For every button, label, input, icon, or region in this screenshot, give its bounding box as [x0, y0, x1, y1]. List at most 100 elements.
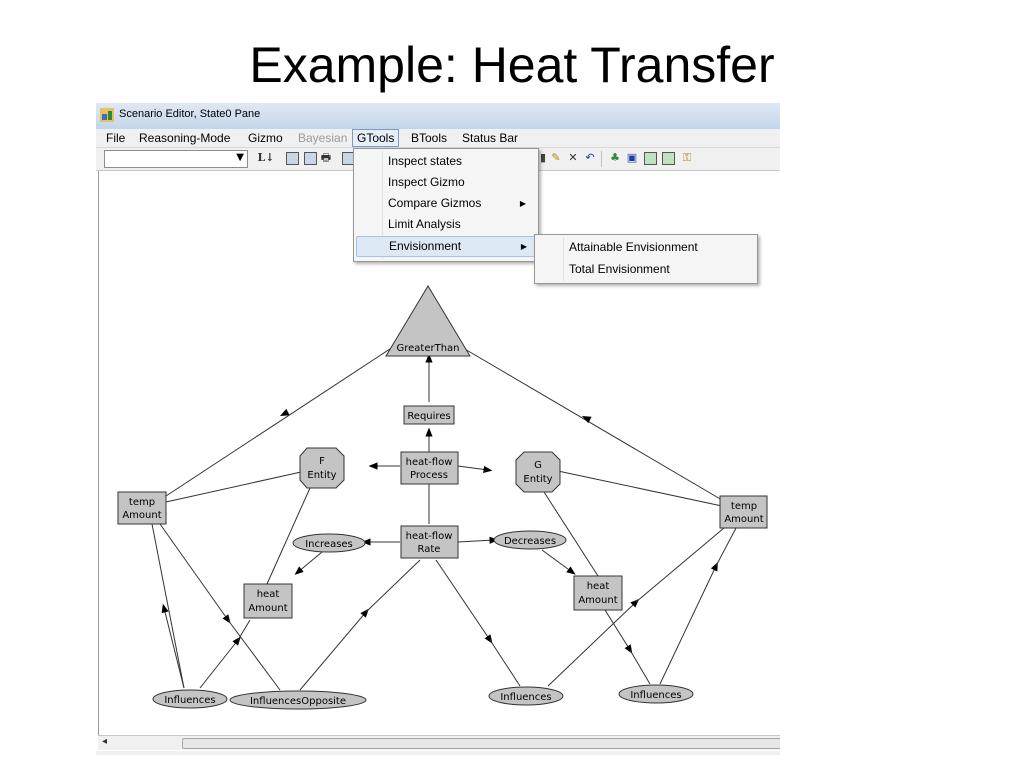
heat-left-label-2: Amount [248, 603, 287, 614]
envisionment-submenu: Attainable Envisionment Total Envisionme… [534, 234, 758, 284]
edge-rate-influences2 [435, 559, 493, 644]
influences-2-label: Influences [500, 692, 551, 703]
menu-status-bar[interactable]: Status Bar [462, 131, 519, 145]
undo-icon[interactable]: ↶ [585, 151, 595, 164]
temp-left-label-1: temp [129, 497, 155, 508]
node-influences-1[interactable]: Influences [152, 689, 228, 709]
edge-influences1-temp-left-line [151, 523, 185, 689]
edge-f-entity-heat-left [266, 487, 311, 585]
requires-label: Requires [407, 411, 450, 422]
pencil-icon[interactable]: ✎ [551, 151, 561, 164]
menu-item-total-envisionment[interactable]: Total Envisionment [537, 259, 755, 280]
edge-influences2-temp-right-line [635, 527, 725, 603]
menu-item-label: Inspect states [388, 154, 463, 168]
edge-influences1-temp-left [161, 603, 185, 689]
node-temp-amount-right[interactable]: temp Amount [719, 495, 768, 529]
edge-g-entity-heat-right [543, 491, 599, 577]
node-heat-flow-process[interactable]: heat-flow Process [400, 451, 459, 485]
edge-rate-influences2-line [489, 639, 521, 687]
edge-greaterthan-temp-right [457, 344, 723, 501]
node-heat-amount-left[interactable]: heat Amount [243, 583, 293, 619]
node-influences-opposite[interactable]: InfluencesOpposite [229, 690, 367, 710]
scrollbar-thumb[interactable] [182, 738, 780, 749]
layout-button[interactable]: L↓ [257, 151, 275, 164]
menu-file[interactable]: File [106, 131, 126, 145]
g-entity-label-1: G [534, 460, 542, 471]
slide-title: Example: Heat Transfer [249, 37, 775, 93]
monitor-icon[interactable]: ▣ [626, 151, 638, 164]
node-influences-3[interactable]: Influences [618, 684, 694, 704]
menu-gizmo[interactable]: Gizmo [248, 131, 283, 145]
edge-heat-right-influences3-line [629, 649, 651, 685]
gtools-menu: Inspect states Inspect Gizmo Compare Giz… [353, 148, 539, 262]
temp-right-label-1: temp [731, 501, 757, 512]
node-requires[interactable]: Requires [403, 405, 455, 425]
f-entity-label-1: F [319, 456, 325, 467]
heat-right-label-1: heat [587, 581, 610, 592]
node-heat-flow-rate[interactable]: heat-flow Rate [400, 525, 459, 559]
edge-increases-heat-left [294, 551, 323, 575]
node-f-entity[interactable]: F Entity [299, 447, 345, 489]
menu-item-envisionment[interactable]: Envisionment▶ [356, 236, 538, 257]
edge-influences3-temp-right-line [715, 527, 737, 567]
window-bottom-edge [96, 751, 780, 755]
edge-temp-left-opposite [159, 523, 231, 624]
menu-item-inspect-gizmo[interactable]: Inspect Gizmo [356, 172, 536, 193]
refresh-icon[interactable] [644, 152, 657, 165]
edge-temp-left-f-entity [165, 471, 302, 503]
node-temp-amount-left[interactable]: temp Amount [117, 491, 167, 525]
temp-left-label-2: Amount [122, 510, 161, 521]
heat-flow-rate-label-1: heat-flow [406, 531, 453, 542]
export-icon[interactable] [662, 152, 675, 165]
picture-icon[interactable] [304, 152, 317, 165]
key-icon[interactable]: ⚿ [682, 151, 692, 164]
edge-influences1-heat-left-line [237, 619, 251, 641]
delete-icon[interactable]: ✕ [568, 151, 578, 164]
menu-item-label: Total Envisionment [569, 262, 670, 276]
chevron-down-icon: ▼ [236, 152, 244, 163]
edge-heat-right-influences3 [604, 609, 633, 654]
temp-right-label-2: Amount [724, 514, 763, 525]
menu-item-compare-gizmos[interactable]: Compare Gizmos▶ [356, 193, 536, 214]
edge-influences1-heat-left [199, 636, 241, 689]
node-influences-2[interactable]: Influences [488, 686, 564, 706]
edge-process-g-entity [457, 465, 493, 473]
node-greaterthan[interactable]: GreaterThan [385, 285, 471, 357]
node-increases[interactable]: Increases [292, 533, 366, 553]
window-titlebar[interactable]: Scenario Editor, State0 Pane [96, 103, 780, 129]
scenario-combo[interactable]: ▼ [104, 150, 248, 168]
menu-item-inspect-states[interactable]: Inspect states [356, 151, 536, 172]
horizontal-scrollbar[interactable]: ◂ [98, 735, 780, 750]
menu-item-limit-analysis[interactable]: Limit Analysis [356, 214, 536, 235]
heat-flow-process-label-1: heat-flow [406, 457, 453, 468]
tool-icon[interactable]: ▮ [539, 151, 547, 164]
menu-gutter-divider [382, 151, 383, 259]
edge-temp-left-opposite-line [227, 619, 281, 691]
menu-bayesian[interactable]: Bayesian [298, 131, 348, 145]
heat-left-label-1: heat [257, 589, 280, 600]
tree-icon[interactable]: ♣ [610, 151, 620, 164]
menu-bar: File Reasoning-Mode Gizmo Bayesian GTool… [96, 129, 780, 148]
menu-btools[interactable]: BTools [411, 131, 448, 145]
edge-g-entity-temp-right [557, 470, 723, 507]
menu-item-attainable-envisionment[interactable]: Attainable Envisionment [537, 237, 755, 258]
menu-gtools[interactable]: GTools [352, 129, 400, 147]
node-heat-amount-right[interactable]: heat Amount [573, 575, 623, 611]
diagram-canvas[interactable] [98, 171, 780, 735]
diagram-edges [151, 344, 737, 691]
app-icon [100, 108, 114, 122]
menu-item-label: Inspect Gizmo [388, 175, 465, 189]
node-decreases[interactable]: Decreases [493, 530, 567, 550]
print-icon[interactable]: 🖶 [320, 151, 332, 164]
menu-item-label: Limit Analysis [388, 217, 461, 231]
scroll-left-icon[interactable]: ◂ [102, 736, 108, 747]
edge-decreases-heat-right [541, 549, 576, 575]
menu-reasoning-mode[interactable]: Reasoning-Mode [139, 131, 231, 145]
chevron-right-icon: ▶ [519, 199, 526, 208]
edge-arrow-gt-left [279, 408, 290, 417]
menu-gutter-divider [563, 237, 564, 281]
heat-flow-process-label-2: Process [410, 470, 448, 481]
image-icon[interactable] [286, 152, 299, 165]
node-g-entity[interactable]: G Entity [515, 451, 561, 493]
